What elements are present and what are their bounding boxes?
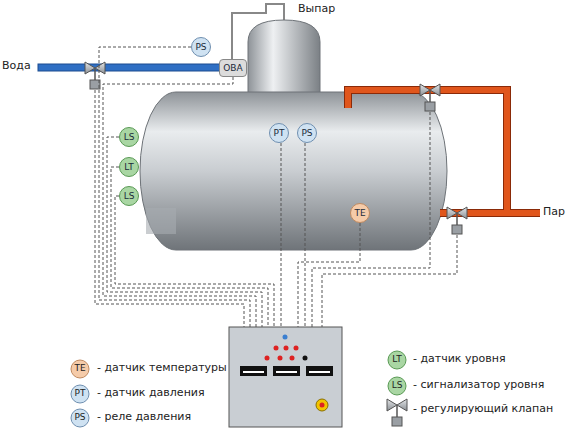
deaerator-valve-box: ОВА [219,59,247,77]
instrument-tag: PT [274,129,285,138]
instrument-circle: LS [119,127,139,147]
legend-text: - реле давления [97,411,191,423]
tank-water-level [146,208,176,234]
instrument-circle: LS [119,186,139,206]
deaerator-tank [140,92,447,250]
instrument-tag: PS [195,43,206,52]
instrument-circle: TE [350,203,370,223]
signal-wires [95,47,457,327]
instrument-circle: PS [191,37,211,57]
instrument-circle: PS [297,123,317,143]
instrument-circle: LT [119,157,139,177]
water-pipe [38,64,224,71]
steam-pipe [348,90,540,213]
legend-symbol: PS [74,413,85,423]
legend-text: - регулирующий клапан [413,403,553,415]
pipe-label: Пар [543,206,565,218]
instrument-tag: LS [124,192,135,201]
legend-text: - датчик уровня [413,353,506,365]
legend-text: - датчик давления [97,387,205,399]
instrument-tag: ОВА [223,64,242,73]
control-cabinet [229,327,342,427]
instrument-tag: LT [124,163,133,172]
legend-text: - сигнализатор уровня [413,379,544,391]
instrument-tag: PS [301,129,312,138]
pipe-label: Выпар [298,3,335,15]
pipe-label: Вода [2,60,31,72]
legend-samples [71,351,407,427]
steam-pipe-outline [348,90,540,213]
legend-symbol: LS [392,381,403,391]
instrument-tag: TE [354,209,365,218]
instrument-tag: LS [124,133,135,142]
legend-text: - датчик температуры [97,362,227,374]
legend-symbol: PT [75,389,86,399]
legend-symbol: TE [74,364,85,374]
instrument-circle: PT [269,123,289,143]
legend-symbol: LT [392,355,401,365]
